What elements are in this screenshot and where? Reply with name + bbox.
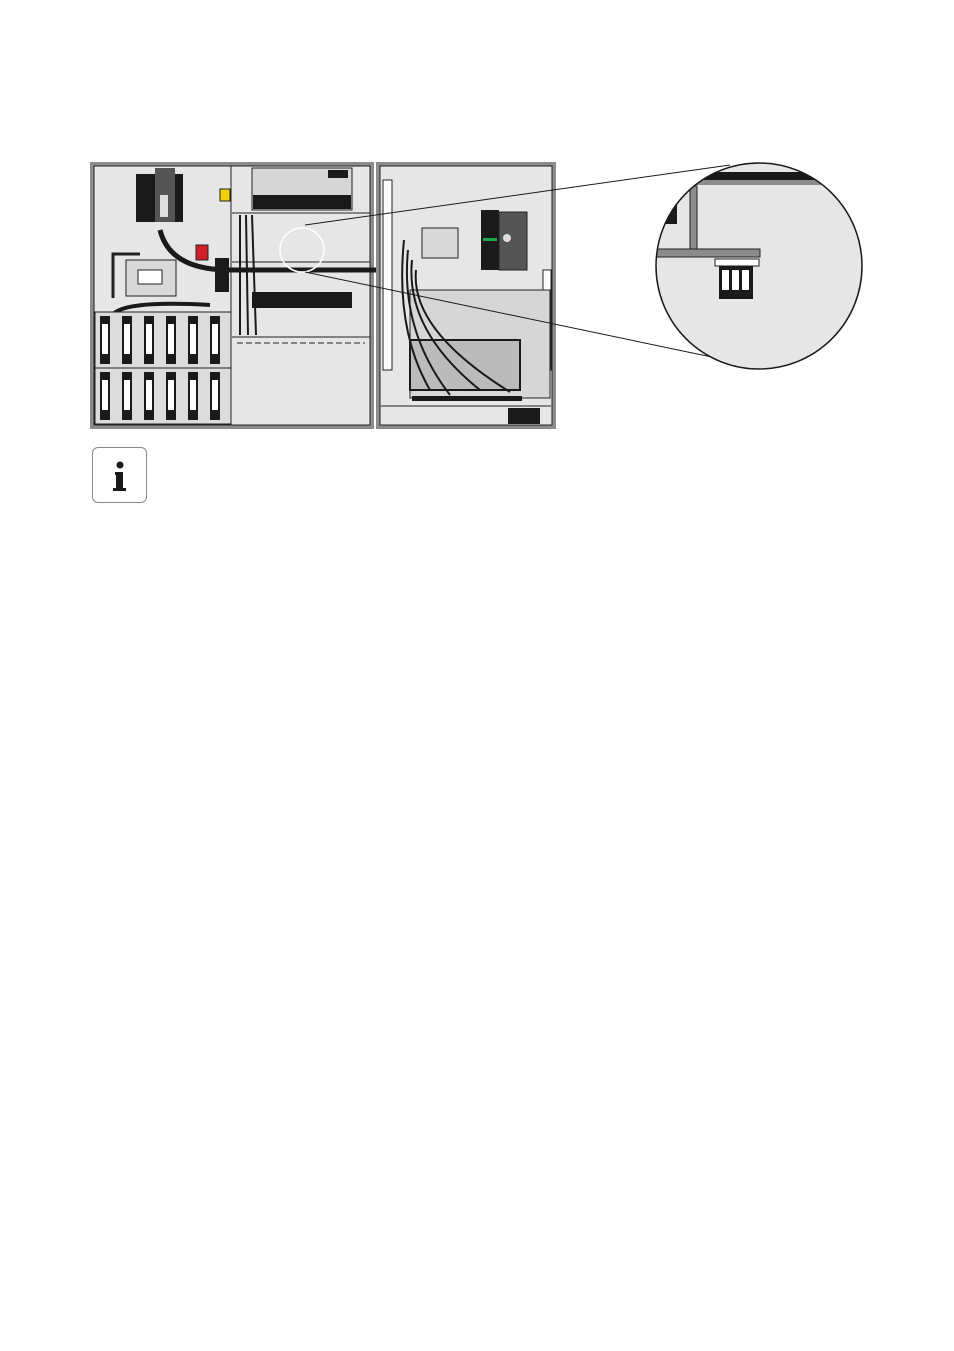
left-cabinet — [90, 162, 380, 429]
magnified-detail — [655, 162, 863, 370]
right-cabinet — [376, 162, 556, 429]
info-note-box — [92, 447, 147, 503]
info-icon — [113, 461, 126, 491]
fuse-array — [100, 316, 220, 420]
cabinet-diagram — [90, 162, 863, 429]
